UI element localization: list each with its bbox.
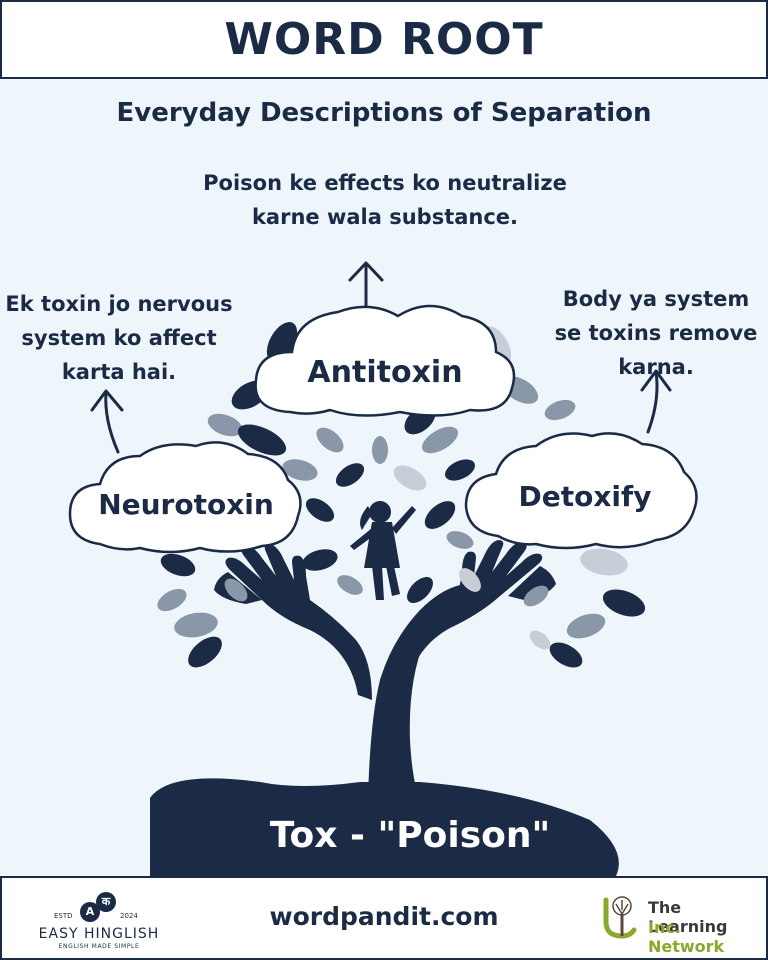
speech-bubble-icon: क: [96, 892, 116, 912]
word-neurotoxin: Neurotoxin: [98, 488, 274, 521]
page-title: WORD ROOT: [224, 14, 544, 65]
arrow-up-icon: [90, 389, 124, 454]
subtitle: Everyday Descriptions of Separation: [116, 98, 652, 128]
logo-name: EASY HINGLISH: [38, 926, 160, 942]
description-line: Ek toxin jo nervous: [5, 292, 233, 316]
description-antitoxin: Poison ke effects ko neutralize karne wa…: [160, 166, 610, 234]
cloud-neurotoxin: [68, 441, 302, 554]
root-base: [150, 778, 619, 876]
word-detoxify: Detoxify: [518, 480, 652, 513]
word-antitoxin: Antitoxin: [307, 355, 463, 390]
description-line: Body ya system: [562, 287, 750, 311]
description-line: karta hai.: [61, 360, 177, 384]
tree-trunk: [368, 585, 470, 800]
leaves: [157, 322, 646, 668]
description-neurotoxin: Ek toxin jo nervous system ko affect kar…: [0, 287, 238, 389]
cloud-shapes: [68, 304, 698, 554]
root-label: Tox - "Poison": [269, 815, 551, 856]
description-line: karne wala substance.: [251, 205, 519, 229]
left-hand-icon: [225, 544, 372, 700]
logo-line-2: Inc. Network: [648, 918, 725, 956]
header-banner: WORD ROOT: [0, 0, 768, 79]
logo-tagline: ENGLISH MADE SIMPLE: [58, 943, 140, 950]
site-link[interactable]: wordpandit.com: [269, 902, 499, 931]
child-figure-icon: [350, 501, 416, 600]
tree-illustration: [68, 261, 698, 876]
speech-bubble-icon: A: [80, 902, 100, 922]
logo-line-1: The Learning: [648, 898, 728, 936]
description-line: se toxins remove: [554, 321, 758, 345]
easy-hinglish-logo: ESTD 2024 क A EASY HINGLISH ENGLISH MADE…: [24, 884, 174, 954]
arrow-up-icon: [640, 369, 672, 434]
learning-inc-logo: The Learning Inc. Network: [600, 892, 760, 956]
cloud-antitoxin: [254, 304, 516, 417]
arrow-up-icon: [348, 261, 384, 310]
logo-year: 2024: [120, 912, 138, 920]
cloud-detoxify: [464, 432, 698, 550]
logo-estd: ESTD: [54, 912, 73, 920]
footer: ESTD 2024 क A EASY HINGLISH ENGLISH MADE…: [0, 876, 768, 960]
description-line: system ko affect: [21, 326, 217, 350]
right-hand-icon: [396, 540, 543, 700]
tree-logo-icon: [603, 896, 637, 939]
description-detoxify: Body ya system se toxins remove karna.: [544, 282, 768, 384]
description-line: Poison ke effects ko neutralize: [203, 171, 567, 195]
